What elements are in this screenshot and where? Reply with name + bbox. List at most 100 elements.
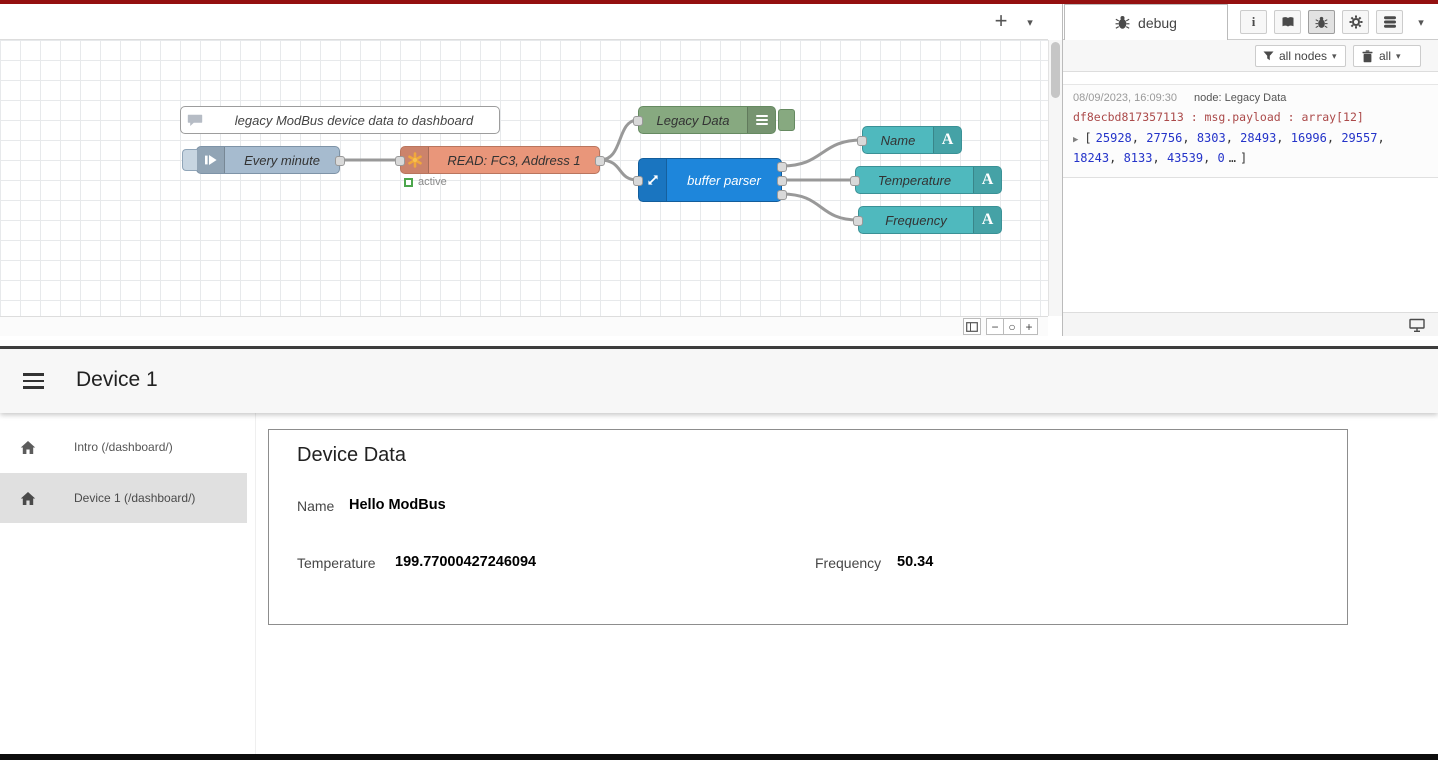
debug-source-node: node: Legacy Data (1194, 92, 1286, 104)
input-port[interactable] (853, 216, 863, 226)
status-ring-icon (404, 178, 413, 187)
book-icon (1281, 16, 1295, 28)
input-port[interactable] (633, 176, 643, 186)
sidebar-footer (1063, 312, 1438, 336)
dashboard-nav: Intro (/dashboard/) Device 1 (/dashboard… (0, 413, 256, 754)
output-port[interactable] (595, 156, 605, 166)
wire[interactable] (782, 140, 862, 166)
dashboard-header: Device 1 (0, 349, 1438, 413)
debug-tab-button[interactable] (1308, 10, 1335, 34)
config-tab-button[interactable] (1342, 10, 1369, 34)
debug-enable-toggle[interactable] (778, 109, 795, 131)
card-title: Device Data (297, 444, 406, 467)
debug-messages-list: 08/09/2023, 16:09:30 node: Legacy Data d… (1063, 72, 1438, 312)
bracket-close: ] (1240, 151, 1247, 165)
clear-messages-button[interactable]: all ▾ (1353, 45, 1421, 67)
buffer-node-label: buffer parser (667, 159, 781, 201)
zoom-reset-button[interactable]: ○ (1003, 318, 1021, 335)
input-port[interactable] (633, 116, 643, 126)
layers-icon (1383, 15, 1397, 29)
wire[interactable] (600, 120, 638, 160)
info-icon: i (1252, 14, 1256, 30)
bottom-edge-bar (0, 754, 1438, 760)
nav-item-intro[interactable]: Intro (/dashboard/) (0, 424, 247, 470)
debug-output-icon (747, 107, 775, 133)
filter-label: all nodes (1279, 49, 1327, 63)
canvas-vertical-scrollbar[interactable] (1048, 40, 1062, 316)
text-a-icon: A (973, 167, 1001, 193)
top-accent-bar (0, 0, 1438, 4)
field-label-frequency: Frequency (815, 555, 881, 571)
debug-timestamp: 08/09/2023, 16:09:30 (1073, 92, 1177, 104)
scrollbar-thumb[interactable] (1051, 42, 1060, 98)
inject-node[interactable]: Every minute (196, 146, 340, 174)
text-a-icon: A (973, 207, 1001, 233)
input-port[interactable] (850, 176, 860, 186)
info-tab-button[interactable]: i (1240, 10, 1267, 34)
tab-debug[interactable]: debug (1064, 4, 1228, 40)
dashboard: Device 1 Intro (/dashboard/) Device 1 (/… (0, 346, 1438, 760)
comment-node-label: legacy ModBus device data to dashboard (209, 107, 499, 133)
debug-message[interactable]: 08/09/2023, 16:09:30 node: Legacy Data d… (1063, 84, 1438, 178)
expand-caret-icon[interactable]: ▶ (1073, 135, 1078, 145)
chevron-down-icon: ▾ (1332, 51, 1337, 62)
field-label-temperature: Temperature (297, 555, 376, 571)
buffer-expand-icon (639, 159, 667, 201)
bug-icon (1315, 16, 1328, 29)
field-label-name: Name (297, 498, 334, 514)
comment-node[interactable]: legacy ModBus device data to dashboard (180, 106, 500, 134)
buffer-parser-node[interactable]: buffer parser (638, 158, 782, 202)
flow-canvas[interactable]: legacy ModBus device data to dashboard E… (0, 40, 1048, 316)
canvas-footer: − ○ + (0, 316, 1048, 336)
filter-nodes-button[interactable]: all nodes ▾ (1255, 45, 1346, 67)
comment-bubble-icon (181, 107, 209, 133)
output-port[interactable] (335, 156, 345, 166)
status-text: active (418, 176, 447, 188)
zoom-out-button[interactable]: − (986, 318, 1004, 335)
ui-node-label: Name (863, 127, 933, 153)
add-flow-button[interactable]: + (988, 7, 1014, 35)
sidebar-menu-caret-icon[interactable]: ▾ (1410, 12, 1432, 32)
modbus-status: active (404, 176, 447, 188)
monitor-icon (1409, 318, 1425, 333)
output-port-2[interactable] (777, 176, 787, 186)
open-debug-window-button[interactable] (1406, 316, 1428, 334)
text-a-icon: A (933, 127, 961, 153)
gear-icon (1349, 15, 1363, 29)
debug-sidebar: debug i ▾ (1062, 4, 1438, 336)
nav-item-device1[interactable]: Device 1 (/dashboard/) (0, 473, 247, 523)
field-value-frequency: 50.34 (897, 554, 933, 570)
ui-text-node-temperature[interactable]: Temperature A (855, 166, 1002, 194)
ui-node-label: Temperature (856, 167, 973, 193)
output-port-1[interactable] (777, 162, 787, 172)
debug-tab-label: debug (1138, 15, 1177, 31)
device-data-card: Device Data Name Hello ModBus Temperatur… (268, 429, 1348, 625)
context-tab-button[interactable] (1376, 10, 1403, 34)
inject-trigger-button[interactable] (182, 149, 197, 171)
ui-text-node-frequency[interactable]: Frequency A (858, 206, 1002, 234)
wire[interactable] (782, 194, 858, 220)
help-tab-button[interactable] (1274, 10, 1301, 34)
debug-message-path: df8ecbd817357113 : msg.payload : array[1… (1073, 110, 1428, 124)
text-a-glyph: A (982, 171, 994, 189)
modbus-node-label: READ: FC3, Address 1 (429, 147, 599, 173)
field-value-temperature: 199.77000427246094 (395, 554, 536, 570)
modbus-gear-icon (401, 147, 429, 173)
inject-icon (197, 147, 225, 173)
ui-text-node-name[interactable]: Name A (862, 126, 962, 154)
input-port[interactable] (395, 156, 405, 166)
input-port[interactable] (857, 136, 867, 146)
legacy-data-debug-node[interactable]: Legacy Data (638, 106, 776, 134)
bracket-open: [ (1084, 131, 1091, 145)
navigator-toggle-button[interactable] (963, 318, 981, 335)
flow-list-caret-icon[interactable]: ▾ (1020, 13, 1040, 31)
modbus-read-node[interactable]: READ: FC3, Address 1 (400, 146, 600, 174)
bug-icon (1115, 15, 1130, 30)
menu-button[interactable] (22, 371, 46, 391)
output-port-3[interactable] (777, 190, 787, 200)
zoom-in-button[interactable]: + (1020, 318, 1038, 335)
debug-message-meta: 08/09/2023, 16:09:30 node: Legacy Data (1073, 91, 1428, 106)
ellipsis: … (1229, 151, 1236, 165)
nav-item-label: Intro (/dashboard/) (74, 440, 173, 454)
field-value-name: Hello ModBus (349, 497, 446, 513)
